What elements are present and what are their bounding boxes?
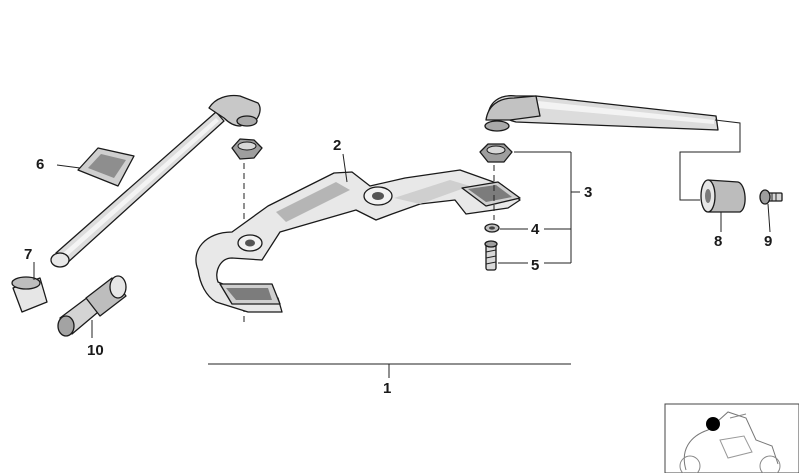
callout-6: 6 — [36, 156, 45, 173]
callout-3: 3 — [584, 184, 593, 201]
callout-4: 4 — [531, 221, 540, 238]
part-7-sleeve — [11, 262, 48, 313]
part-9-screw — [759, 189, 783, 233]
callout-7: 7 — [24, 246, 33, 263]
callout-8: 8 — [714, 233, 723, 250]
motorcycle-thumbnail-icon — [664, 403, 799, 473]
part-2-footrest-bracket — [195, 153, 521, 313]
callout-leaders-right — [498, 151, 580, 264]
right-grab-handle — [484, 95, 741, 201]
callout-5: 5 — [531, 257, 540, 274]
right-fasteners — [479, 143, 513, 271]
location-marker — [706, 417, 720, 431]
callout-1: 1 — [383, 380, 392, 397]
left-grab-handle — [50, 94, 261, 268]
part-8-bar-end — [700, 179, 746, 232]
part-10-adapter — [57, 275, 127, 338]
part-6-label-sticker — [56, 147, 135, 187]
callout-10: 10 — [87, 342, 104, 359]
callout-2: 2 — [333, 137, 342, 154]
callout-9: 9 — [764, 233, 773, 250]
callout-1-leader — [208, 363, 571, 378]
